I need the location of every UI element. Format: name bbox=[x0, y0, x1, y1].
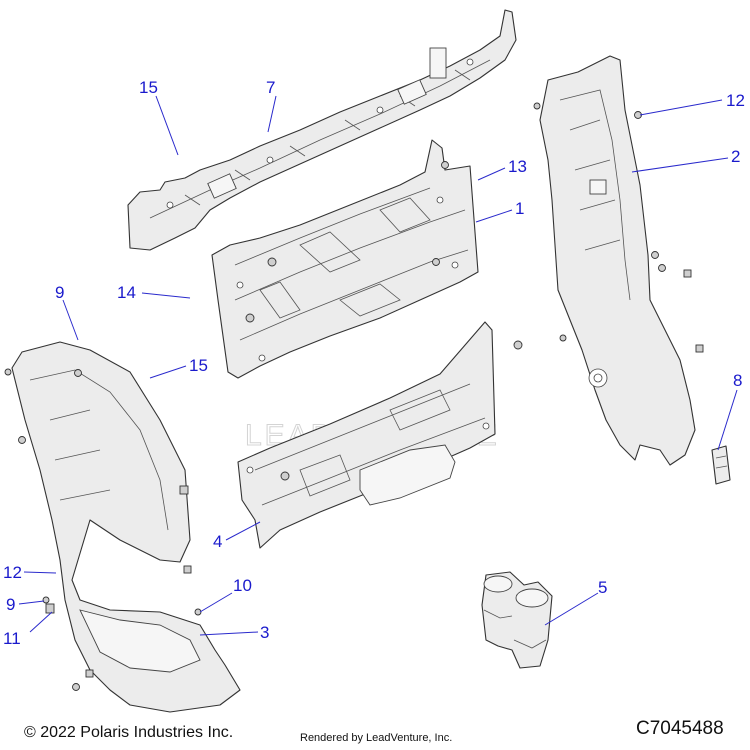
callout-11: 11 bbox=[3, 629, 21, 648]
callout-10: 10 bbox=[233, 576, 252, 595]
callout-14: 14 bbox=[117, 283, 136, 302]
callout-12: 12 bbox=[726, 91, 745, 110]
callout-12: 12 bbox=[3, 563, 22, 582]
part-8-clip bbox=[711, 445, 731, 485]
callout-15: 15 bbox=[189, 356, 208, 375]
callout-8: 8 bbox=[733, 371, 742, 390]
part-3-left-lower-panel bbox=[4, 341, 241, 713]
callout-numbers: 15 7 1 2 12 13 14 9 15 8 4 5 10 3 12 9 1… bbox=[3, 78, 745, 648]
part-2-right-side-panel bbox=[533, 55, 704, 466]
part-5-cupholder bbox=[481, 571, 553, 669]
callout-9: 9 bbox=[6, 595, 15, 614]
rendered-by-text: Rendered by LeadVenture, Inc. bbox=[300, 732, 453, 744]
part-4-lower-center-panel bbox=[237, 321, 523, 549]
callout-7: 7 bbox=[266, 78, 275, 97]
copyright-text: © 2022 Polaris Industries Inc. bbox=[24, 724, 234, 741]
callout-4: 4 bbox=[213, 532, 222, 551]
callout-3: 3 bbox=[260, 623, 269, 642]
callout-9: 9 bbox=[55, 283, 64, 302]
callout-2: 2 bbox=[731, 147, 740, 166]
part-7-upper-brace bbox=[127, 9, 517, 251]
drawing-number: C7045488 bbox=[636, 718, 724, 739]
callout-13: 13 bbox=[508, 157, 527, 176]
callout-15: 15 bbox=[139, 78, 158, 97]
leader-lines bbox=[18, 95, 738, 636]
callout-1: 1 bbox=[515, 199, 524, 218]
part-1-upper-center-panel bbox=[211, 139, 479, 379]
callout-5: 5 bbox=[598, 578, 607, 597]
